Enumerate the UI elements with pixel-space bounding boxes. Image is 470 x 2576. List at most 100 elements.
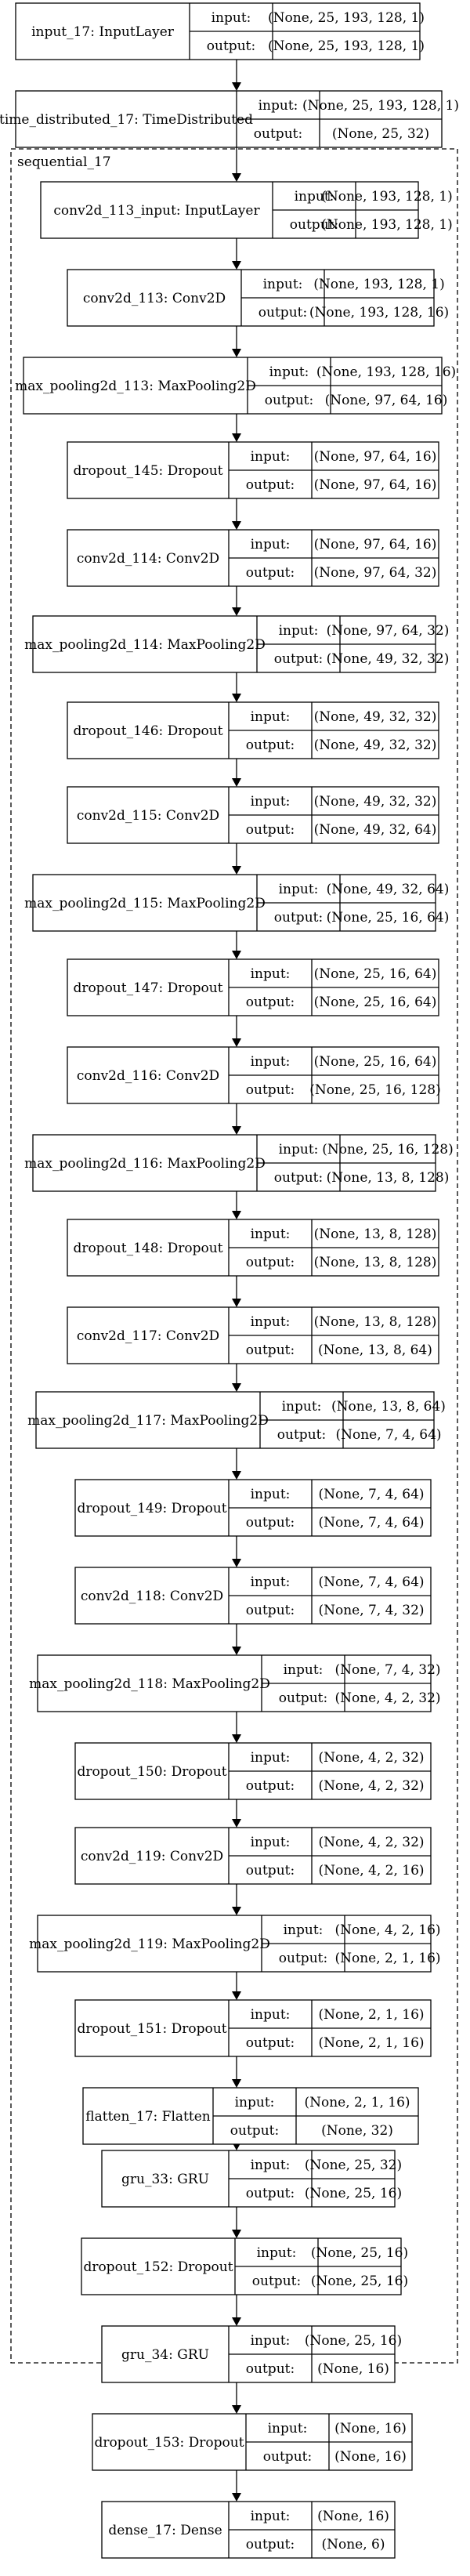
- input-port-label: input:: [279, 882, 319, 897]
- input-shape: (None, 4, 2, 32): [318, 1750, 424, 1766]
- output-port-label: output:: [290, 217, 338, 233]
- input-shape: (None, 7, 4, 32): [334, 1662, 440, 1678]
- output-port-label: output:: [279, 1690, 327, 1706]
- input-port-label: input:: [251, 1835, 291, 1850]
- layer-node: max_pooling2d_115: MaxPooling2Dinput:out…: [24, 874, 450, 932]
- layer-name: dropout_148: Dropout: [73, 1241, 222, 1256]
- layer-node: conv2d_114: Conv2D input: output: (None, 97…: [67, 529, 439, 587]
- input-shape: (None, 97, 64, 32): [327, 623, 450, 639]
- input-port-label: input:: [251, 966, 291, 982]
- input-port-label: input:: [251, 537, 291, 553]
- layer-name: max_pooling2d_113: MaxPooling2D: [15, 379, 256, 394]
- output-port-label: output:: [246, 1778, 295, 1794]
- layer-name: dropout_150: Dropout: [77, 1764, 226, 1780]
- output-port-label: output:: [246, 1342, 295, 1358]
- layer-node: dropout_146: Dropoutinput:output:(None, …: [67, 701, 439, 759]
- input-shape: (None, 25, 16, 64): [314, 1054, 437, 1070]
- input-port-label: input:: [257, 2245, 297, 2261]
- input-shape: (None, 16): [334, 2421, 407, 2437]
- edge-arrowhead: [232, 1734, 241, 1743]
- output-shape: (None, 97, 64, 32): [314, 565, 437, 581]
- layer-node: dropout_152: Dropoutinput:output:(None, …: [81, 2237, 408, 2295]
- output-shape: (None, 7, 4, 64): [335, 1427, 441, 1443]
- layer-name: conv2d_114: Conv2D: [77, 551, 219, 567]
- layer-node: max_pooling2d_113: MaxPooling2Dinput:out…: [15, 357, 456, 415]
- edge-arrowhead: [232, 694, 241, 702]
- input-shape: (None, 193, 128, 1): [321, 189, 453, 205]
- input-shape: (None, 49, 32, 64): [327, 882, 450, 897]
- output-shape: (None, 25, 16): [305, 2186, 402, 2201]
- edge-arrowhead: [232, 1471, 241, 1480]
- layer-node: time_distributed_17: TimeDistributedinpu…: [0, 90, 459, 148]
- layer-name: conv2d_113_input: InputLayer: [53, 203, 260, 219]
- layer-node: max_pooling2d_114: MaxPooling2Dinput:out…: [24, 615, 450, 673]
- edge-arrowhead: [232, 2230, 241, 2238]
- edge-arrowhead: [232, 433, 241, 442]
- input-shape: (None, 25, 16, 128): [322, 1142, 454, 1158]
- input-shape: (None, 49, 32, 32): [314, 709, 437, 725]
- input-shape: (None, 13, 8, 128): [314, 1314, 437, 1330]
- output-shape: (None, 16): [317, 2361, 389, 2377]
- layer-node: input_17: InputLayerinput:output:(None, …: [15, 2, 425, 60]
- layer-name: conv2d_116: Conv2D: [77, 1068, 219, 1084]
- layer-name: max_pooling2d_116: MaxPooling2D: [24, 1156, 266, 1172]
- layer-node: max_pooling2d_118: MaxPooling2Dinput:out…: [29, 1654, 441, 1712]
- edge-arrowhead: [232, 521, 241, 530]
- output-shape: (None, 7, 4, 64): [318, 1515, 424, 1531]
- output-port-label: output:: [246, 1255, 295, 1270]
- output-port-label: output:: [274, 1170, 323, 1186]
- output-shape: (None, 25, 16): [311, 2273, 408, 2289]
- edge-arrowhead: [232, 866, 241, 875]
- input-port-label: input:: [251, 1487, 291, 1502]
- input-port-label: input:: [268, 2421, 308, 2437]
- layer-name: time_distributed_17: TimeDistributed: [0, 112, 253, 128]
- edge-arrowhead: [232, 2079, 241, 2088]
- layer-name: input_17: InputLayer: [31, 24, 175, 40]
- input-port-label: input:: [251, 1314, 291, 1330]
- output-port-label: output:: [246, 565, 295, 581]
- input-shape: (None, 2, 1, 16): [318, 2007, 424, 2023]
- output-shape: (None, 193, 128, 1): [321, 217, 453, 233]
- output-shape: (None, 193, 128, 16): [309, 305, 449, 321]
- input-port-label: input:: [251, 2158, 291, 2173]
- output-shape: (None, 25, 16, 128): [309, 1082, 441, 1098]
- input-port-label: input:: [284, 1922, 324, 1938]
- output-port-label: output:: [265, 393, 313, 408]
- input-shape: (None, 4, 2, 32): [318, 1835, 424, 1850]
- input-shape: (None, 7, 4, 64): [318, 1574, 424, 1590]
- edge-arrowhead: [232, 951, 241, 959]
- layer-name: gru_33: GRU: [121, 2172, 209, 2187]
- layer-name: dropout_149: Dropout: [77, 1501, 226, 1516]
- output-port-label: output:: [246, 2537, 295, 2552]
- layer-name: dropout_153: Dropout: [94, 2435, 244, 2451]
- input-shape: (None, 97, 64, 16): [314, 449, 437, 465]
- input-port-label: input:: [251, 2509, 291, 2524]
- output-port-label: output:: [246, 1863, 295, 1879]
- layer-node: dropout_153: Dropout input: output: (None, …: [92, 2413, 413, 2471]
- output-port-label: output:: [246, 2186, 295, 2201]
- output-port-label: output:: [263, 2449, 312, 2465]
- input-port-label: input:: [295, 189, 334, 205]
- output-port-label: output:: [274, 651, 323, 667]
- edge-arrowhead: [232, 1991, 241, 2000]
- layer-name: conv2d_119: Conv2D: [81, 1849, 223, 1864]
- output-shape: (None, 4, 2, 32): [334, 1690, 440, 1706]
- output-shape: (None, 32): [321, 2123, 393, 2139]
- input-port-label: input:: [251, 2007, 291, 2023]
- input-port-label: input:: [279, 623, 319, 639]
- layer-node-border: [67, 1046, 439, 1104]
- output-shape: (None, 16): [334, 2449, 407, 2465]
- output-shape: (None, 2, 1, 16): [334, 1951, 440, 1966]
- output-shape: (None, 49, 32, 32): [314, 737, 437, 753]
- input-shape: (None, 25, 16): [305, 2333, 402, 2349]
- input-port-label: input:: [263, 277, 303, 292]
- output-shape: (None, 49, 32, 32): [327, 651, 450, 667]
- edge-arrowhead: [232, 1383, 241, 1392]
- edge-arrowhead: [232, 2317, 241, 2326]
- edge-arrowhead: [232, 349, 241, 357]
- output-shape: (None, 7, 4, 32): [318, 1603, 424, 1618]
- edge-arrowhead: [232, 1299, 241, 1307]
- input-shape: (None, 25, 16, 64): [314, 966, 437, 982]
